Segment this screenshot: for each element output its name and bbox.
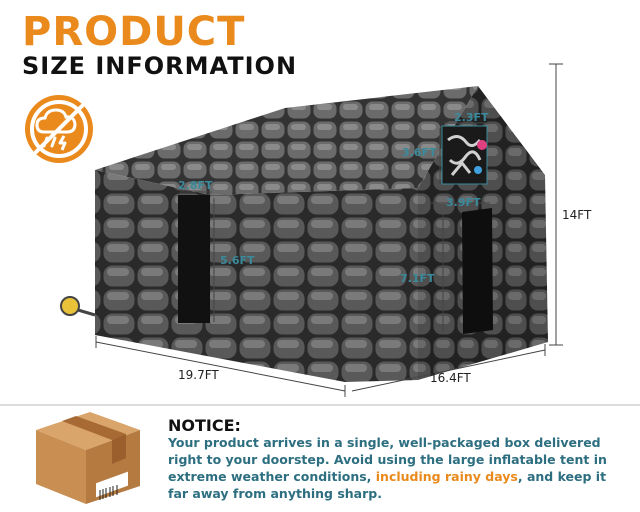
front-door-width-label: 3.9FT (446, 196, 481, 209)
door-height-label: 5.6FT (220, 254, 255, 267)
total-height-label: 14FT (562, 208, 592, 222)
notice-highlight: including rainy days (375, 469, 518, 484)
notice-text-part1: Your product arrives in a single, well-p… (168, 435, 607, 484)
no-rain-icon (25, 95, 93, 163)
front-door-height-label: 7.1FT (400, 272, 435, 285)
notice-title: NOTICE: (168, 416, 241, 435)
door-width-label: 2.8FT (178, 179, 213, 192)
notice-text: Your product arrives in a single, well-p… (168, 434, 620, 502)
product-title: PRODUCT (22, 9, 246, 55)
size-information-subtitle: SIZE INFORMATION (22, 52, 298, 80)
window-width-label: 2.3FT (454, 111, 489, 124)
width-label: 16.4FT (430, 371, 471, 385)
inflatable-tent-image (60, 63, 563, 397)
window-height-label: 3.6FT (402, 146, 437, 159)
notice-text-part2: , and keep it far away from anything sha… (168, 469, 607, 501)
cardboard-box-icon (36, 412, 140, 504)
length-label: 19.7FT (178, 368, 219, 382)
